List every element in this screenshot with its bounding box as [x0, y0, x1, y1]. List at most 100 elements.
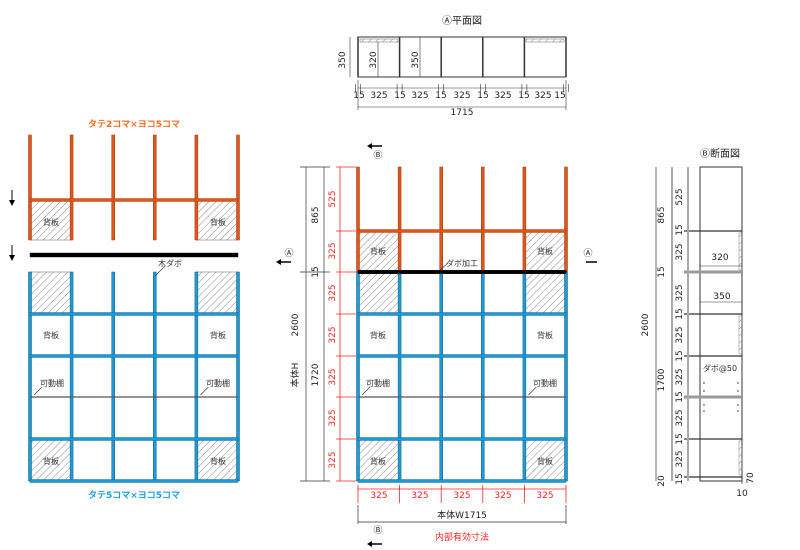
plan-inner-depth: 320: [369, 51, 379, 68]
post: [356, 166, 360, 273]
section-lower-height: 1700: [657, 368, 667, 391]
inner-width-dim: 325: [494, 491, 511, 501]
post: [111, 271, 115, 482]
post: [397, 271, 402, 482]
dowel-hole: [737, 390, 739, 392]
back-panel-hatch: [29, 199, 72, 241]
section-segment: 15: [675, 350, 685, 361]
plan-title: Ⓐ平面図: [442, 15, 482, 27]
plan-total-width: 1715: [451, 108, 474, 118]
post: [69, 134, 74, 241]
plan-dim: 325: [370, 91, 387, 101]
upper-unit-title: タテ2コマ×ヨコ5コマ: [88, 118, 180, 130]
post: [439, 271, 443, 482]
movable-shelf-label: 可動棚: [366, 378, 390, 388]
back-panel-hatch: [524, 271, 567, 315]
section-marker-a-right: Ⓐ: [583, 248, 592, 259]
plan-dim: 15: [554, 91, 565, 101]
shelf: [357, 354, 567, 358]
shelf: [29, 479, 239, 483]
dowel-hole: [703, 390, 705, 392]
back-panel-hatch: [196, 438, 239, 482]
post: [111, 134, 115, 241]
section-base: 20: [657, 475, 667, 487]
post: [28, 271, 32, 482]
section-mid: 15: [657, 266, 667, 277]
plan-dim: 325: [534, 91, 551, 101]
section-segment-dims: 525 15 325 325 15 325 15 325 15 325 15 3…: [675, 188, 685, 484]
post: [236, 271, 240, 482]
section-segment: 325: [675, 450, 685, 467]
plan-dim: 15: [518, 91, 529, 101]
section-segment: 15: [675, 473, 685, 484]
leader-line: [439, 262, 449, 271]
leader-line: [361, 386, 371, 396]
shelf: [357, 312, 567, 316]
shelf: [29, 198, 239, 202]
section-title: Ⓑ断面図: [700, 147, 740, 160]
post: [481, 166, 485, 273]
section-segment: 15: [675, 391, 685, 402]
inner-height-dim: 325: [328, 326, 338, 343]
plan-dimension-row: 15 325 15 325 15 325 15 325 15 325 15: [353, 91, 565, 101]
inner-width-dim: 325: [411, 491, 428, 501]
arrow-left-icon: [367, 541, 372, 547]
back-gap: 10: [736, 489, 748, 499]
back-panel-label: 背板: [210, 456, 226, 466]
movable-shelf-label: 可動棚: [533, 378, 557, 388]
post: [69, 271, 74, 482]
section-segment: 15: [675, 224, 685, 235]
section-segment: 525: [675, 188, 685, 205]
post: [522, 166, 527, 273]
lower-unit-title: タテ5コマ×ヨコ5コマ: [88, 489, 180, 501]
section-marker-b-bottom: Ⓑ: [373, 525, 382, 536]
section-outline: [699, 166, 743, 482]
back-panel-hatch: [29, 271, 72, 315]
shelf: [357, 437, 567, 441]
shelf: [357, 270, 567, 274]
shelf: [29, 252, 239, 258]
back-panel-label: 背板: [370, 330, 386, 340]
plan-dim: 325: [494, 91, 511, 101]
shelf: [29, 312, 239, 316]
dowel-hole: [737, 410, 739, 412]
post: [564, 271, 568, 482]
upper-height-dim: 865: [311, 206, 321, 223]
movable-shelf-label: 可動棚: [40, 378, 64, 388]
inner-dimension-note: 内部有効寸法: [435, 531, 489, 543]
arrow-left-icon: [367, 143, 372, 149]
back-panel-label: 背板: [370, 456, 386, 466]
movable-shelf-label: 可動棚: [206, 378, 230, 388]
inner-height-dim: 325: [328, 242, 338, 259]
section-segment: 325: [675, 326, 685, 343]
arrow-down-icon: [9, 200, 15, 206]
inner-height-dim: 325: [328, 368, 338, 385]
post: [194, 271, 199, 482]
section-back-panel: [738, 440, 743, 476]
section-total-height: 2600: [641, 313, 651, 336]
back-panel-label: 背板: [43, 456, 59, 466]
section-segment: 325: [675, 409, 685, 426]
arrow-left-icon: [276, 259, 281, 265]
inner-height-dim: 325: [328, 451, 338, 468]
back-panel-hatch: [196, 271, 239, 315]
total-height-dim: 2600: [291, 313, 301, 336]
post: [236, 134, 240, 241]
dowel-hole: [737, 404, 739, 406]
post: [153, 134, 157, 241]
back-panel-label: 背板: [43, 217, 59, 227]
back-panel-label: 背板: [537, 456, 553, 466]
section-segment: 325: [675, 284, 685, 301]
plan-back-panel: [359, 38, 399, 43]
mid-thickness-dim: 15: [311, 266, 321, 277]
post: [397, 166, 402, 273]
section-segment: 15: [675, 433, 685, 444]
section-segment: 325: [675, 368, 685, 385]
inner-width-dim: 325: [453, 491, 470, 501]
post: [481, 271, 485, 482]
post: [564, 166, 568, 273]
plan-dim: 325: [453, 91, 470, 101]
plan-dim: 15: [353, 91, 364, 101]
plan-dim: 325: [411, 91, 428, 101]
